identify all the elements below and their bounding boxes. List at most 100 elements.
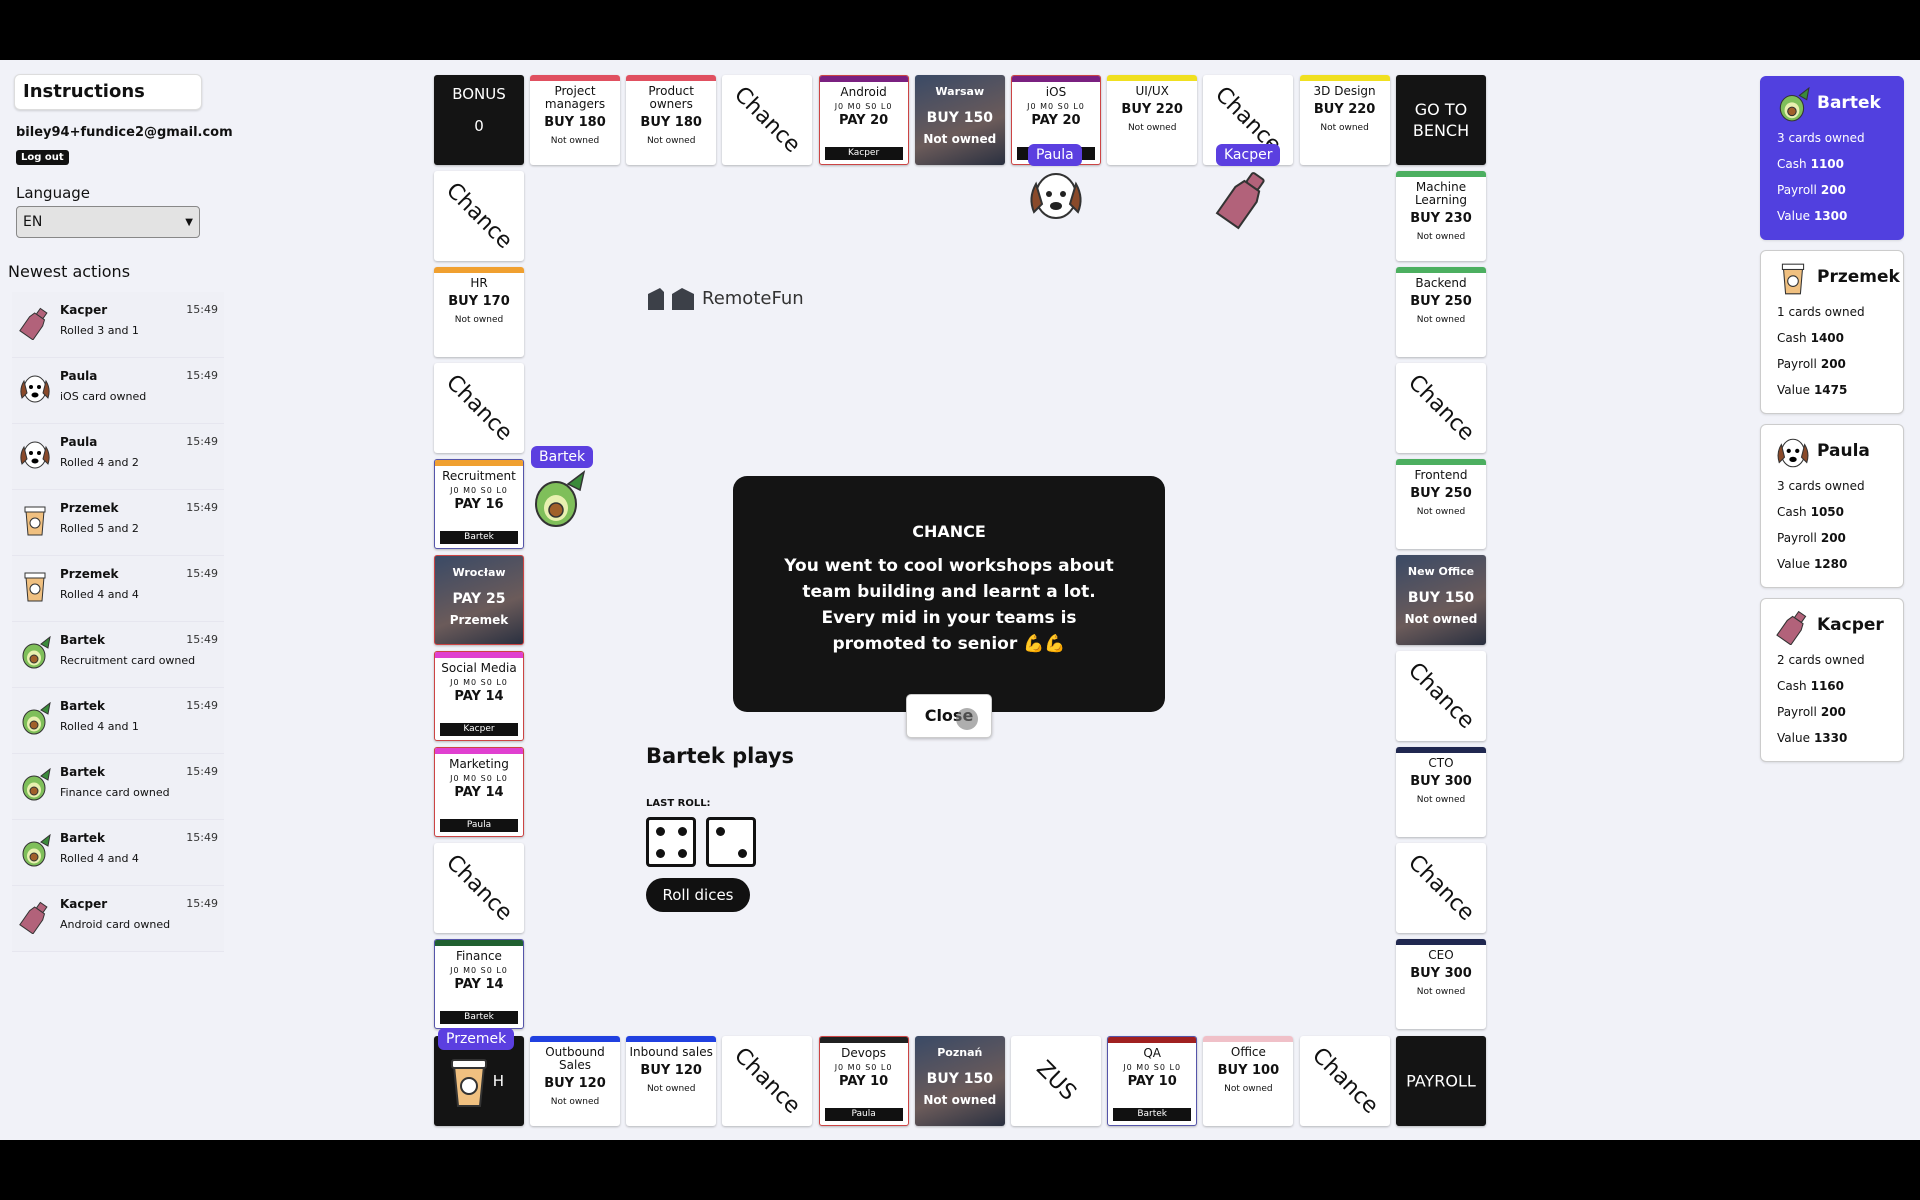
chance-tile: Chance	[1396, 843, 1486, 933]
property-name: Android	[840, 85, 887, 99]
bonus-value: 0	[474, 117, 484, 135]
city-tile: Warsaw BUY 150 Not owned	[914, 75, 1005, 165]
action-text: Rolled 4 and 1	[60, 720, 139, 733]
player-name: Bartek	[1817, 93, 1881, 113]
die-pip	[655, 826, 665, 836]
property-price: BUY 120	[544, 1076, 606, 1091]
action-player: Bartek	[60, 765, 106, 779]
city-price: BUY 150	[926, 1071, 993, 1087]
property-owner: Kacper	[440, 723, 518, 736]
city-name: New Office	[1407, 565, 1475, 578]
action-time: 15:49	[186, 699, 218, 712]
city-name: Poznań	[937, 1046, 983, 1059]
property-owner: Not owned	[1416, 232, 1466, 242]
color-bar	[530, 1036, 620, 1042]
chevron-down-icon: ▼	[185, 216, 193, 228]
city-owner: Not owned	[923, 132, 997, 146]
action-text: Android card owned	[60, 918, 171, 931]
property-owner: Bartek	[440, 531, 518, 544]
city-price: PAY 25	[452, 591, 506, 607]
color-bar	[435, 940, 523, 946]
property-name: HR	[470, 276, 488, 290]
payroll-value: 200	[1820, 357, 1846, 371]
value-value: 1330	[1813, 731, 1848, 745]
property-owner: Not owned	[1416, 315, 1466, 325]
language-label: Language	[16, 184, 91, 202]
property-price: PAY 10	[839, 1074, 889, 1089]
action-time: 15:49	[186, 831, 218, 844]
player-cards: 3 cards owned	[1777, 131, 1865, 145]
color-bar	[819, 76, 908, 82]
action-text: iOS card owned	[60, 390, 147, 403]
property-owner: Paula	[440, 819, 518, 832]
modal-body: You went to cool workshops about team bu…	[784, 556, 1114, 654]
last-roll-label: LAST ROLL:	[646, 798, 711, 809]
die-1	[646, 817, 696, 867]
logout-button[interactable]: Log out	[16, 150, 69, 165]
game-window: Instructions biley94+fundice2@gmail.com …	[0, 60, 1920, 1140]
cash-value: 1160	[1810, 679, 1844, 693]
property-owner: Not owned	[550, 1097, 600, 1107]
action-player: Przemek	[60, 501, 119, 515]
dog-icon	[1775, 435, 1811, 471]
chance-tile: Chance	[434, 363, 524, 453]
action-player: Kacper	[60, 897, 108, 911]
action-item: Paula 15:49 Rolled 4 and 2	[12, 424, 224, 490]
chance-label: Chance	[1306, 1043, 1383, 1119]
payroll-value: 200	[1820, 531, 1846, 545]
property-price: PAY 14	[454, 977, 504, 992]
property-levels: J0 M0 S0 L0	[834, 102, 893, 111]
property-owner: Paula	[824, 1108, 903, 1121]
action-item: Przemek 15:49 Rolled 5 and 2	[12, 490, 224, 556]
value-label: Value	[1777, 731, 1810, 745]
chance-tile: Chance	[1396, 363, 1486, 453]
paula-token-label: Paula	[1028, 144, 1082, 166]
cash-value: 1050	[1810, 505, 1844, 519]
property-levels: J0 M0 S0 L0	[1027, 102, 1085, 111]
action-time: 15:49	[186, 567, 218, 580]
property-price: BUY 250	[1410, 294, 1472, 309]
modal-title: CHANCE	[912, 522, 986, 541]
property-name: Office	[1230, 1045, 1266, 1059]
action-time: 15:49	[186, 303, 218, 316]
instructions-button[interactable]: Instructions	[14, 74, 202, 110]
action-player: Paula	[60, 369, 98, 383]
action-time: 15:49	[186, 369, 218, 382]
chance-modal: CHANCE You went to cool workshops about …	[733, 476, 1165, 712]
action-item: Kacper 15:49 Rolled 3 and 1	[12, 292, 224, 358]
payroll-label: Payroll	[1777, 183, 1817, 197]
roll-dices-button[interactable]: Roll dices	[646, 878, 750, 912]
current-player-heading: Bartek plays	[646, 744, 795, 768]
chance-label: Chance	[1403, 370, 1479, 446]
city-price: BUY 150	[1407, 590, 1475, 606]
player-name: Przemek	[1817, 267, 1900, 287]
language-select[interactable]: EN ▼	[16, 206, 200, 238]
property-price: PAY 14	[454, 785, 504, 800]
player-cards: 2 cards owned	[1777, 653, 1865, 667]
bottle-token-icon	[1215, 172, 1265, 230]
property-price: BUY 300	[1410, 774, 1472, 789]
city-tile: Wrocław PAY 25 Przemek	[434, 555, 524, 645]
cash-label: Cash	[1777, 157, 1807, 171]
player-name: Kacper	[1817, 615, 1884, 635]
property-price: PAY 20	[1031, 113, 1081, 128]
zus-label: ZUS	[1031, 1056, 1081, 1106]
city-name: Warsaw	[935, 85, 985, 98]
action-text: Rolled 4 and 2	[60, 456, 139, 469]
property-name: Backend	[1415, 276, 1467, 290]
modal-close-button[interactable]: Close	[906, 694, 992, 738]
property-name: 3D Design	[1313, 84, 1376, 98]
